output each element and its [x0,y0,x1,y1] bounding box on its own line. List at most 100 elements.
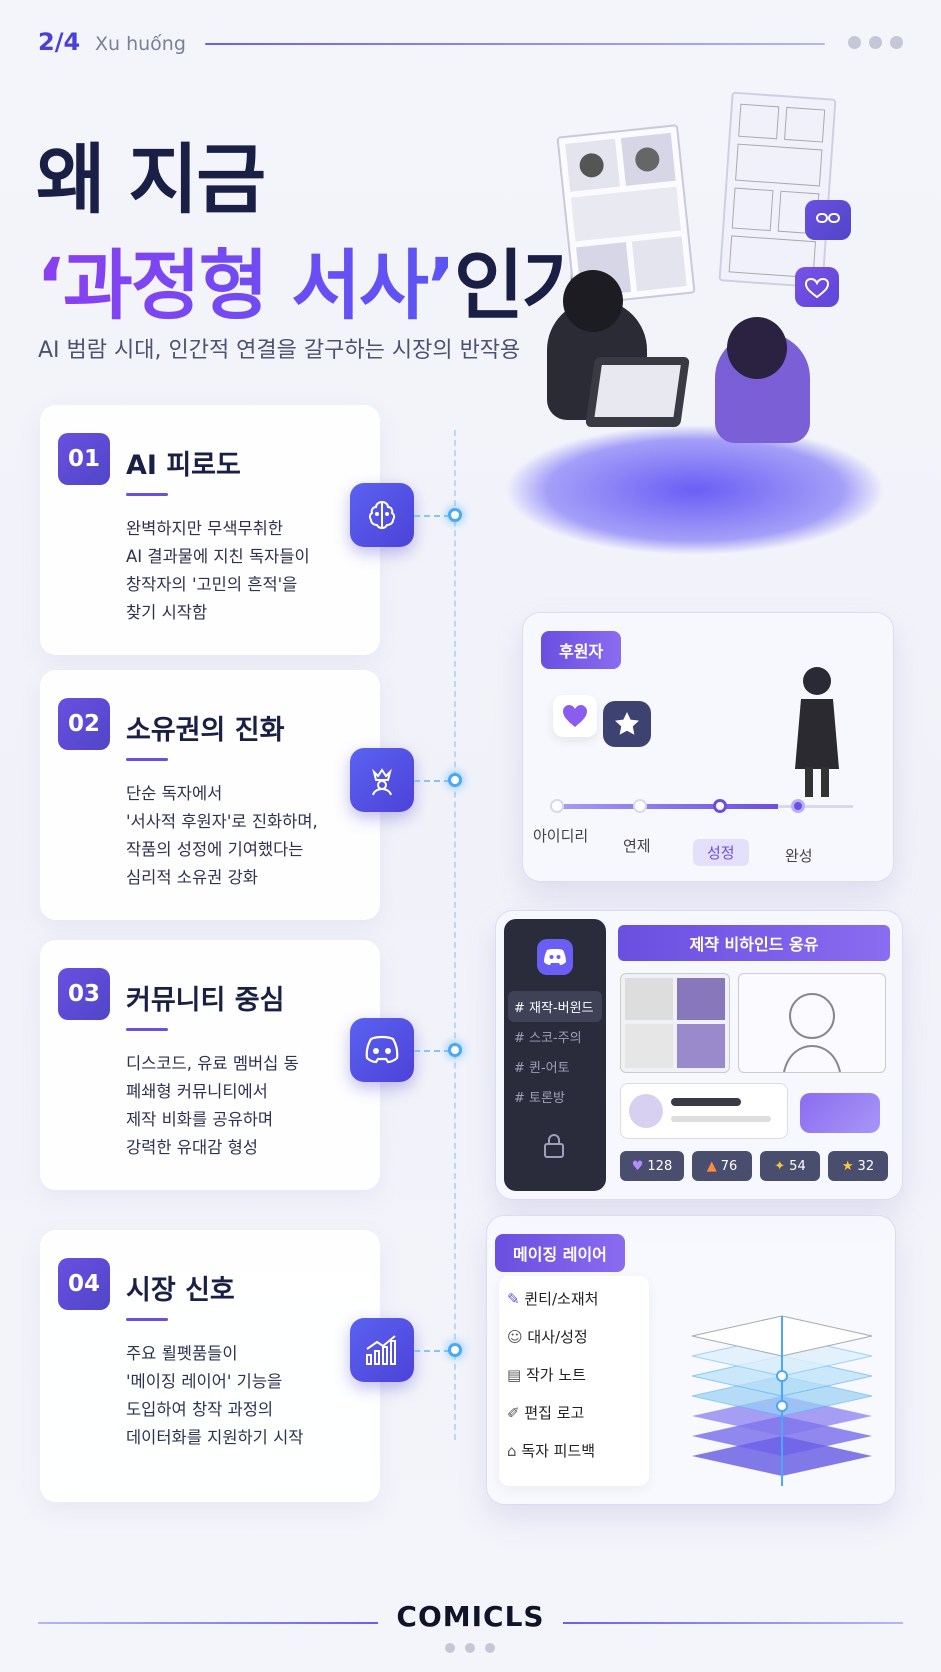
card-divider [126,1318,168,1321]
card-line: 제작 비화를 공유하며 [126,1110,274,1129]
connector [414,780,450,782]
card-line: 찾기 시작함 [126,603,208,622]
supporter-tag: 후원자 [541,631,622,669]
creator-male-head [563,270,623,332]
timeline-line [454,430,456,1440]
card-title: AI 피로도 [126,450,241,481]
star-icon [603,701,651,747]
star-icon: ★ [841,1158,854,1174]
card-line: 강력한 유대감 형성 [126,1138,258,1157]
page-subtitle: AI 범람 시대, 인간적 연결을 갈구하는 시장의 반작용 [38,338,521,363]
reaction-count: 54 [789,1158,806,1174]
timeline-node [448,508,462,522]
creators-illustration [505,91,925,595]
card-line: '메이징 레이어' 기능을 [126,1372,283,1391]
page-indicator: 2/4 [38,28,81,56]
layer-item-notes[interactable]: ▤ 작가 노트 [507,1364,586,1385]
layer-label: 대사/성정 [527,1328,588,1346]
layer-label: 독자 피드백 [521,1442,596,1460]
card-line: AI 결과물에 지친 독자들이 [126,547,310,566]
card-line: 완벽하지만 무색무취한 [126,519,284,538]
step-dot [791,799,805,813]
channel-item[interactable]: # 퀸-어토 [514,1061,570,1076]
layer-item-edit-log[interactable]: ✐ 편집 로고 [507,1402,584,1423]
connector [414,1350,450,1352]
supporter-panel: 후원자 아이디리 연제 성정 완성 [522,612,894,882]
crown-user-icon [350,748,414,812]
creator-female-head [727,317,787,379]
timeline-node [448,773,462,787]
pagination-dots[interactable] [445,1643,495,1653]
brand-logo: COMICLS [396,1600,545,1633]
step-label: 연제 [623,837,651,855]
step-dot [550,799,564,813]
card-title: 소유권의 진화 [126,715,285,746]
card-body: 단순 독자에서 '서사적 후원자'로 진화하며, 작품의 성정에 기여했다는 심… [126,780,361,892]
card-body: 완벽하지만 무색무취한 AI 결과물에 지친 독자들이 창작자의 '고민의 흔적… [126,515,361,627]
step-dot [713,799,727,813]
card-line: '서사적 후원자'로 진화하며, [126,812,318,831]
step-dot [633,799,647,813]
reaction-fire[interactable]: ▲76 [692,1151,752,1181]
step-label: 아이디리 [533,827,589,845]
card-title: 시장 신호 [126,1275,235,1306]
card-number: 04 [58,1258,110,1310]
card-divider [126,758,168,761]
card-line: 단순 독자에서 [126,784,223,803]
person-icon: ☺ [507,1328,523,1346]
layer-item-storyboard[interactable]: ✎ 퀸티/소재처 [507,1288,598,1309]
timeline-node [448,1043,462,1057]
card-number: 03 [58,968,110,1020]
more-options-icon[interactable] [848,36,903,49]
making-layer-tag: 메이징 레이어 [495,1234,625,1272]
reaction-star[interactable]: ★32 [828,1151,888,1181]
card-line: 디스코드, 유료 멤버십 동 [126,1054,299,1073]
title-highlight: ‘과정형 서사’ [36,241,456,330]
reaction-count: 128 [647,1158,673,1174]
discord-icon [350,1018,414,1082]
storyboard-panel [718,91,837,289]
card-line: 데이터화를 지원하기 시작 [126,1428,304,1447]
card-line: 창작자의 '고민의 흔적'을 [126,575,298,594]
layer-list: ✎ 퀸티/소재처 ☺ 대사/성정 ▤ 작가 노트 ✐ 편집 로고 ⌂ 독자 피드… [499,1276,649,1486]
drawing-tablet [585,357,690,427]
heart-icon [553,695,597,737]
card-ownership: 02 소유권의 진화 단순 독자에서 '서사적 후원자'로 진화하며, 작품의 … [40,670,380,920]
community-header: 제쟉 비하인드 옹유 [618,925,890,961]
card-line: 주요 뢸폣품들이 [126,1344,238,1363]
timeline-node [448,1343,462,1357]
connector [414,515,450,517]
channel-item[interactable]: # 스코-주의 [514,1031,582,1046]
heart-chat-icon [795,267,839,307]
chat-bubble-icon [800,1093,880,1133]
card-ai-fatigue: 01 AI 피로도 완벽하지만 무색무취한 AI 결과물에 지친 독자들이 창작… [40,405,380,655]
reaction-party[interactable]: ✦54 [760,1151,820,1181]
layer-label: 편집 로고 [524,1404,585,1422]
progress-fill [553,804,778,809]
lock-icon [542,1133,566,1163]
avatar [629,1094,663,1128]
character-figure [791,663,843,803]
step-label: 완성 [785,847,813,865]
connector [414,1050,450,1052]
card-title: 커뮤니티 중심 [126,985,285,1016]
layer-label: 작가 노트 [525,1366,586,1384]
layer-stack-illustration [672,1276,882,1496]
glowing-platform [505,425,885,555]
card-market-signal: 04 시장 신호 주요 뢸폣품들이 '메이징 레이어' 기능을 도입하여 창작 … [40,1230,380,1502]
reaction-heart[interactable]: ♥128 [620,1151,684,1181]
card-community: 03 커뮤니티 중심 디스코드, 유료 멤버십 동 폐쇄형 커뮤니티에서 제작 … [40,940,380,1190]
channel-item-active[interactable]: # 재작-버윈드 [508,991,602,1022]
footer-divider-left [38,1622,378,1624]
reaction-count: 76 [720,1158,738,1174]
character-sketch [738,973,886,1073]
card-number: 02 [58,698,110,750]
layer-item-feedback[interactable]: ⌂ 독자 피드백 [507,1440,595,1461]
layer-label: 퀸티/소재처 [524,1290,599,1308]
pen-icon: ✎ [507,1290,520,1308]
channel-item[interactable]: # 토론방 [514,1091,565,1106]
edit-icon: ✐ [507,1404,520,1422]
card-line: 작품의 성정에 기여했다는 [126,840,304,859]
layer-item-dialogue[interactable]: ☺ 대사/성정 [507,1326,588,1347]
message-card [620,1083,788,1139]
